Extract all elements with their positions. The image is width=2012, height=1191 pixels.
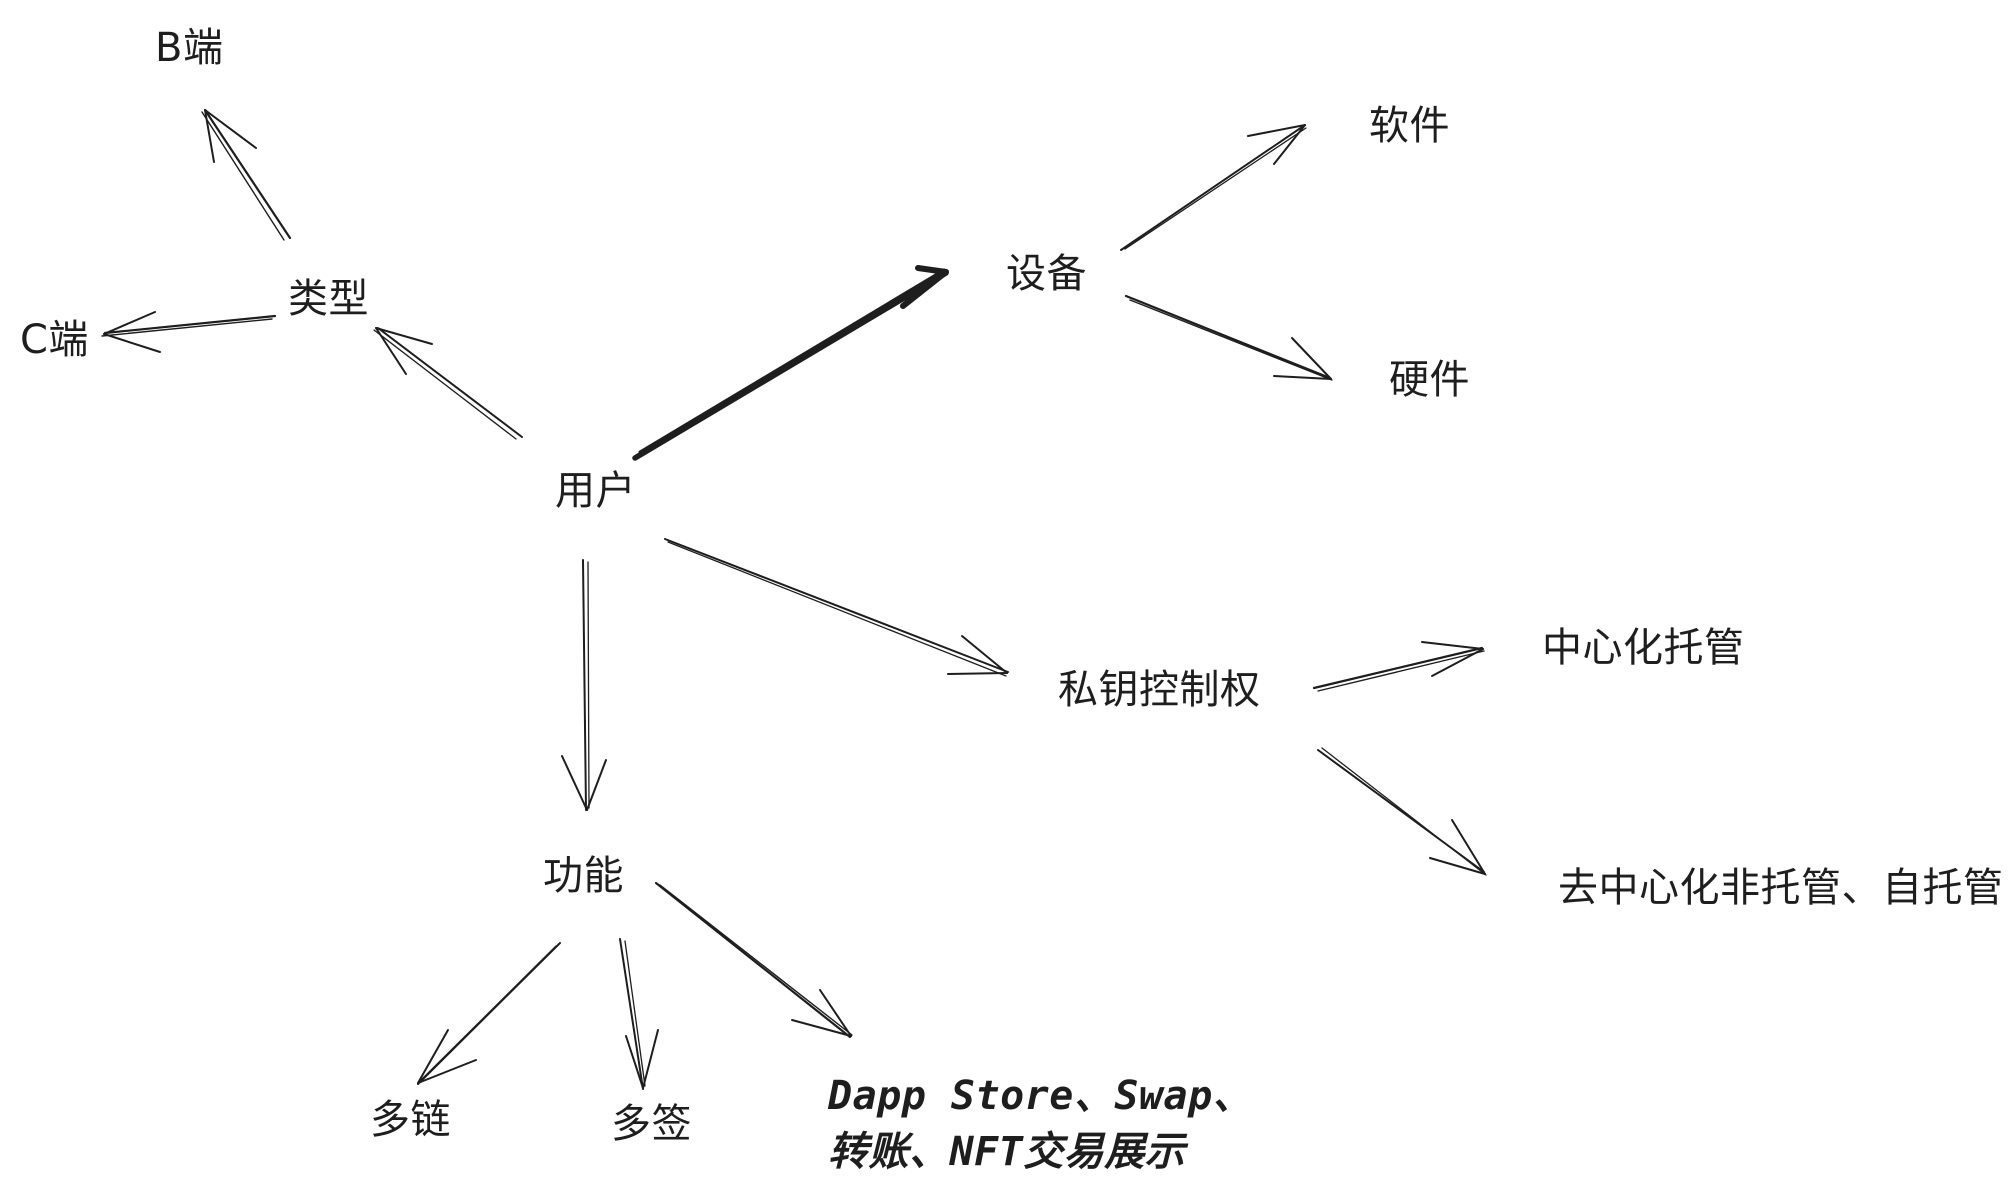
node-type[interactable]: 类型 (288, 276, 369, 322)
node-centralized[interactable]: 中心化托管 (1542, 625, 1745, 671)
arrow-user-to-function (561, 559, 607, 811)
node-hardware[interactable]: 硬件 (1389, 357, 1470, 403)
arrow-user-to-type (373, 327, 523, 440)
arrow-device-to-software (1120, 124, 1307, 251)
arrow-function-to-multichain (417, 942, 561, 1085)
node-decentralized[interactable]: 去中心化非托管、自托管 (1558, 865, 2004, 911)
node-b-end[interactable]: B端 (155, 25, 224, 71)
node-user[interactable]: 用户 (555, 468, 636, 514)
node-multisig[interactable]: 多签 (611, 1101, 692, 1147)
arrow-key-control-to-centralized (1312, 641, 1485, 692)
node-device[interactable]: 设备 (1006, 251, 1087, 297)
node-features[interactable]: Dapp Store、Swap、 转账、NFT交易展示 (828, 1073, 1254, 1175)
arrow-type-to-c-end (101, 311, 277, 353)
arrow-type-to-b-end (201, 108, 292, 241)
node-function[interactable]: 功能 (543, 853, 624, 899)
arrow-user-to-key-control (664, 538, 1009, 677)
arrow-device-to-hardware (1124, 294, 1333, 381)
arrow-user-to-device (632, 265, 949, 461)
arrow-function-to-features (654, 881, 853, 1039)
arrow-key-control-to-decentralized (1317, 747, 1487, 876)
node-multichain[interactable]: 多链 (370, 1097, 451, 1143)
node-software[interactable]: 软件 (1369, 103, 1450, 149)
node-c-end[interactable]: C端 (20, 317, 89, 363)
arrow-function-to-multisig (619, 938, 659, 1090)
node-key-control[interactable]: 私钥控制权 (1058, 667, 1261, 713)
